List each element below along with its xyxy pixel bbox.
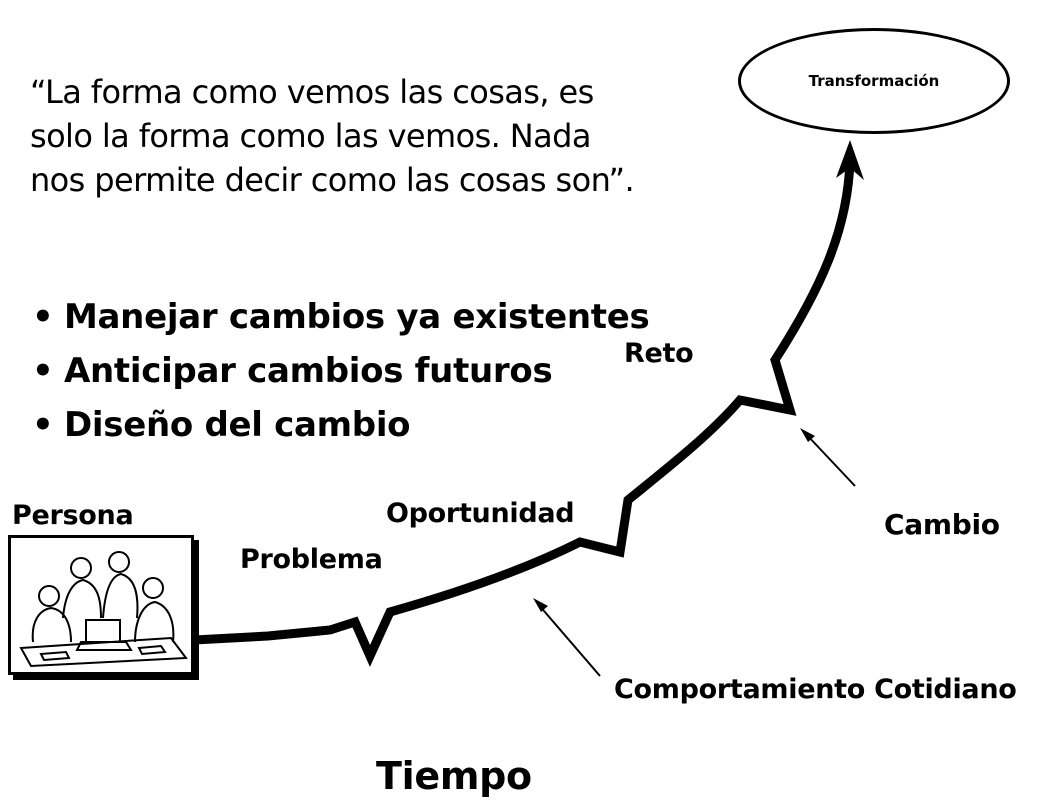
cambio-pointer-line: [805, 433, 856, 487]
bullet-marker: •: [32, 405, 54, 445]
growth-arrow-head: [836, 140, 864, 180]
problema-label: Problema: [240, 544, 383, 575]
comportamiento-pointer-head: [533, 598, 548, 612]
oportunidad-label: Oportunidad: [386, 498, 575, 529]
transformation-oval: Transformación: [738, 28, 1010, 134]
quote-line: solo la forma como las vemos. Nada: [30, 117, 591, 155]
people-illustration-frame: [8, 535, 194, 675]
quote-line: nos permite decir como las cosas son”.: [30, 161, 635, 199]
bullet-marker: •: [32, 351, 54, 391]
bullet-list: •Manejar cambios ya existentes •Anticipa…: [32, 290, 650, 452]
bullet-text: Diseño del cambio: [64, 405, 411, 445]
comportamiento-label: Comportamiento Cotidiano: [614, 674, 1017, 705]
quote-line: “La forma como vemos las cosas, es: [30, 73, 594, 111]
bullet-item: •Anticipar cambios futuros: [32, 344, 649, 398]
growth-curve: [189, 155, 855, 668]
cambio-label: Cambio: [884, 508, 1000, 541]
bullet-item: •Diseño del cambio: [32, 398, 649, 452]
reto-label: Reto: [624, 338, 694, 369]
cambio-pointer-head: [800, 428, 815, 442]
quote-text: “La forma como vemos las cosas, es solo …: [30, 70, 680, 202]
tiempo-label: Tiempo: [376, 754, 532, 798]
bullet-marker: •: [32, 297, 54, 337]
people-at-computer-icon: [19, 551, 188, 668]
persona-label: Persona: [12, 500, 134, 531]
bullet-text: Anticipar cambios futuros: [64, 351, 553, 391]
transformation-label: Transformación: [808, 72, 940, 90]
bullet-text: Manejar cambios ya existentes: [64, 297, 650, 337]
bullet-item: •Manejar cambios ya existentes: [32, 290, 650, 344]
comportamiento-pointer-line: [537, 603, 601, 677]
